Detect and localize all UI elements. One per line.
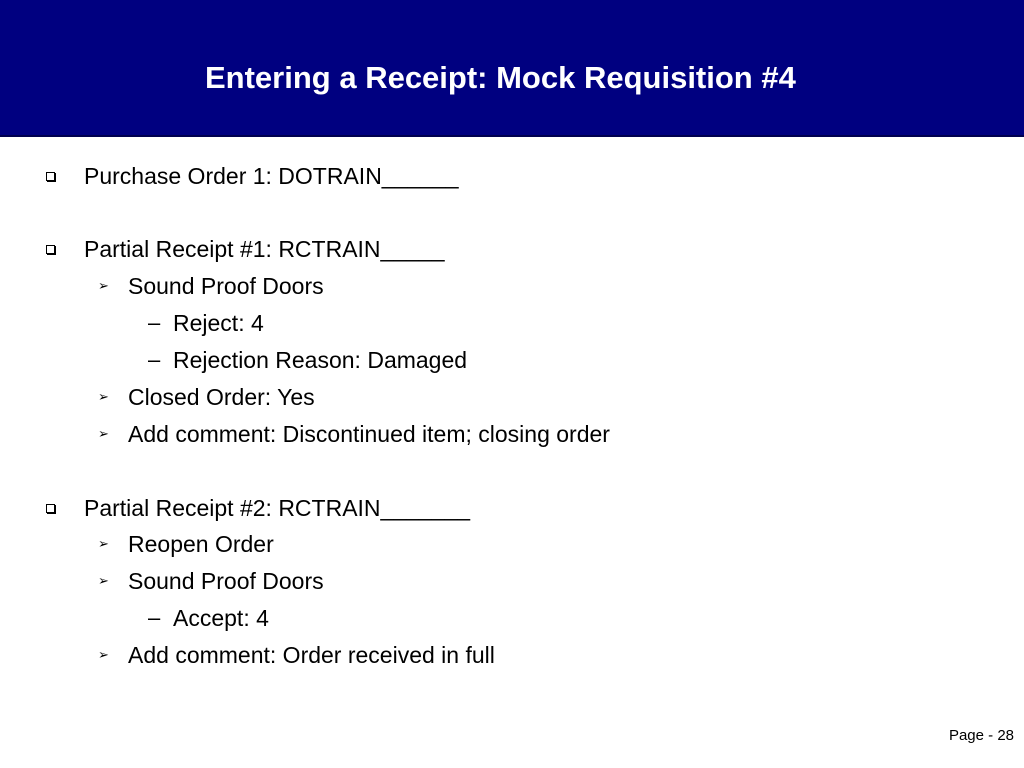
arrow-bullet-icon: ➢ [98,426,109,441]
arrow-bullet-icon: ➢ [98,389,109,404]
dash-bullet-icon: – [148,310,161,335]
bullet-text: Partial Receipt #1: RCTRAIN_____ [84,236,445,262]
square-bullet-icon [46,245,55,254]
sub-item-text: Reopen Order [128,531,274,557]
arrow-bullet-icon: ➢ [98,647,109,662]
bullet-text: Partial Receipt #2: RCTRAIN_______ [84,495,471,521]
sub-item-text: Add comment: Discontinued item; closing … [128,421,610,447]
slide-title: Entering a Receipt: Mock Requisition #4 [205,60,796,95]
page-number: Page - 28 [948,727,1014,744]
sub-sub-item-text: Accept: 4 [173,605,269,631]
sub-item-text: Add comment: Order received in full [128,642,495,668]
sub-item-text: Sound Proof Doors [128,568,324,594]
title-bar: Entering a Receipt: Mock Requisition #4 [0,0,1024,137]
bullet-text: Purchase Order 1: DOTRAIN______ [84,163,459,189]
arrow-bullet-icon: ➢ [98,278,109,293]
dash-bullet-icon: – [148,605,161,630]
sub-sub-item-text: Rejection Reason: Damaged [173,347,468,373]
arrow-bullet-icon: ➢ [98,573,109,588]
sub-sub-item-text: Reject: 4 [173,310,264,336]
sub-item-text: Closed Order: Yes [128,384,315,410]
arrow-bullet-icon: ➢ [98,536,109,551]
sub-item-text: Sound Proof Doors [128,273,324,299]
square-bullet-icon [46,504,55,513]
square-bullet-icon [46,172,55,181]
dash-bullet-icon: – [148,347,161,372]
